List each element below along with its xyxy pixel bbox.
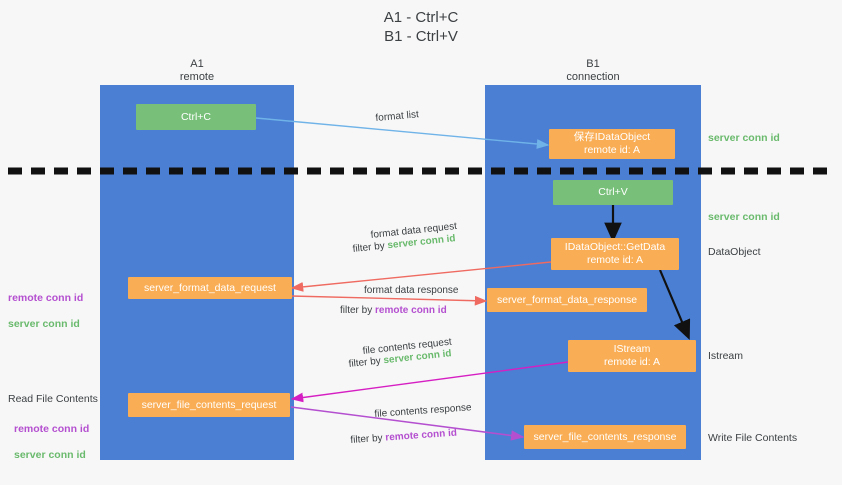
- node-istream[interactable]: IStream remote id: A: [568, 340, 696, 372]
- caption-format-list: format list: [375, 109, 420, 124]
- label-server-conn-id-4: server conn id: [14, 449, 86, 461]
- label-dataobject: DataObject: [708, 246, 761, 258]
- caption-filter-prefix-4: filter by: [350, 432, 386, 446]
- caption-filter-key-remote-conn-id-2: remote conn id: [385, 427, 458, 444]
- node-server-file-contents-response[interactable]: server_file_contents_response: [524, 425, 686, 449]
- caption-format-data-response: format data response: [364, 285, 459, 296]
- label-conn-ids-1: remote conn id server conn id: [8, 279, 83, 344]
- label-server-conn-id-1: server conn id: [708, 132, 780, 144]
- label-remote-conn-id-2: remote conn id: [14, 423, 90, 435]
- node-idataobject-getdata[interactable]: IDataObject::GetData remote id: A: [551, 238, 679, 270]
- label-remote-conn-id-1: remote conn id: [8, 292, 84, 304]
- label-write-file-contents: Write File Contents: [708, 432, 798, 444]
- caption-format-data-response-filter: filter by remote conn id: [340, 304, 447, 318]
- page-title: A1 - Ctrl+C B1 - Ctrl+V: [383, 9, 459, 45]
- caption-filter-prefix-3: filter by: [348, 355, 385, 370]
- caption-filter-prefix-1: filter by: [352, 240, 389, 255]
- label-istream: Istream: [708, 350, 744, 362]
- caption-file-contents-response: file contents response: [374, 402, 472, 420]
- column-header-a1: A1 remote: [179, 58, 215, 83]
- label-server-conn-id-3: server conn id: [8, 318, 80, 330]
- caption-filter-prefix-2: filter by: [340, 305, 376, 316]
- label-server-conn-id-2: server conn id: [708, 211, 780, 223]
- node-idataobject[interactable]: 保存IDataObject remote id: A: [549, 129, 675, 159]
- label-read-file-contents: Read File Contents: [8, 393, 98, 405]
- caption-file-contents-response-filter: filter by remote conn id: [350, 427, 457, 448]
- node-server-format-data-request[interactable]: server_format_data_request: [128, 277, 292, 299]
- label-conn-ids-2: remote conn id server conn id: [14, 410, 89, 475]
- node-ctrl-v[interactable]: Ctrl+V: [553, 180, 673, 205]
- caption-filter-key-remote-conn-id-1: remote conn id: [375, 305, 447, 316]
- column-header-b1: B1 connection: [566, 58, 620, 83]
- node-ctrl-c[interactable]: Ctrl+C: [136, 104, 256, 130]
- node-server-format-data-response[interactable]: server_format_data_response: [487, 288, 647, 312]
- node-server-file-contents-request[interactable]: server_file_contents_request: [128, 393, 290, 417]
